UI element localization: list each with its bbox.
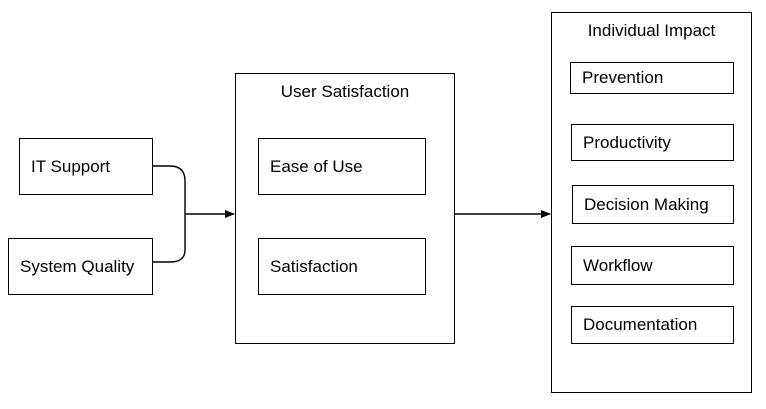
system-quality-label: System Quality xyxy=(20,256,135,276)
workflow-label: Workflow xyxy=(583,255,653,275)
it-support-box: IT Support xyxy=(19,138,153,195)
decision-making-box: Decision Making xyxy=(572,185,734,224)
individual-impact-title: Individual Impact xyxy=(587,21,716,40)
user-satisfaction-title: User Satisfaction xyxy=(280,82,410,101)
productivity-box: Productivity xyxy=(571,124,734,161)
satisfaction-label: Satisfaction xyxy=(270,256,358,276)
prevention-label: Prevention xyxy=(582,68,664,87)
prevention-box: Prevention xyxy=(570,62,734,94)
documentation-box: Documentation xyxy=(571,306,734,344)
decision-making-label: Decision Making xyxy=(584,194,709,214)
user-satisfaction-group: User Satisfaction xyxy=(235,73,455,344)
workflow-box: Workflow xyxy=(571,246,734,285)
documentation-label: Documentation xyxy=(583,315,698,334)
input-bracket-connector xyxy=(153,165,186,263)
productivity-label: Productivity xyxy=(583,132,671,152)
system-quality-box: System Quality xyxy=(8,238,153,295)
satisfaction-box: Satisfaction xyxy=(258,238,426,295)
ease-of-use-label: Ease of Use xyxy=(270,156,363,176)
ease-of-use-box: Ease of Use xyxy=(258,138,426,195)
it-support-label: IT Support xyxy=(31,156,111,176)
